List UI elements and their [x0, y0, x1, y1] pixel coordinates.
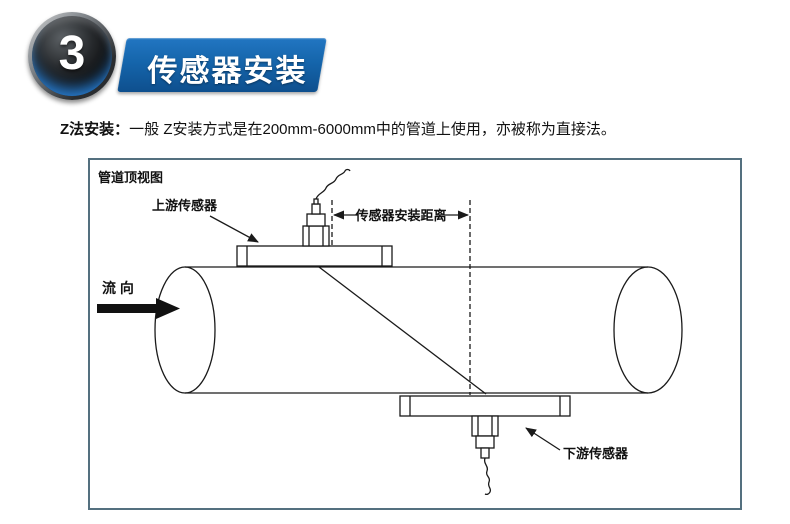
pipe: [154, 266, 683, 394]
downstream-sensor: [399, 395, 571, 496]
diagram-title: 管道顶视图: [98, 170, 163, 185]
step-number: 3: [58, 27, 86, 80]
distance-arrow: 传感器安装距离: [333, 208, 469, 223]
upstream-label: 上游传感器: [152, 198, 218, 213]
header-ribbon: 传感器安装: [117, 38, 327, 92]
flow-arrow: [97, 298, 180, 319]
step-number-badge: 3: [28, 12, 116, 100]
downstream-callout: 下游传感器: [525, 427, 629, 461]
page-title: 传感器安装: [147, 55, 308, 88]
intro-label: Z法安装：: [60, 121, 130, 138]
diagram-frame: 传感器安装距离 流 向: [88, 158, 742, 510]
step-header: 传感器安装 3: [28, 10, 327, 102]
distance-label: 传感器安装距离: [354, 208, 446, 223]
flow-label: 流 向: [102, 280, 134, 296]
downstream-sensor-cable: [483, 457, 492, 496]
pipe-left-end-cap: [154, 266, 216, 394]
pipe-top-view-diagram: 传感器安装距离 流 向: [97, 168, 683, 496]
step-number-ball: 3: [32, 16, 112, 96]
intro-text: 一般 Z安装方式是在200mm-6000mm中的管道上使用，亦被称为直接法。: [129, 121, 616, 138]
upstream-callout: 上游传感器: [152, 198, 259, 243]
upstream-sensor: [236, 168, 393, 267]
upstream-sensor-cable: [315, 168, 351, 200]
z-signal-path: [318, 266, 487, 395]
flow-direction: 流 向: [97, 280, 180, 319]
intro-line: Z法安装：一般 Z安装方式是在200mm-6000mm中的管道上使用，亦被称为直…: [60, 119, 770, 141]
downstream-label: 下游传感器: [563, 446, 629, 461]
pipe-right-end-cap: [613, 266, 683, 394]
